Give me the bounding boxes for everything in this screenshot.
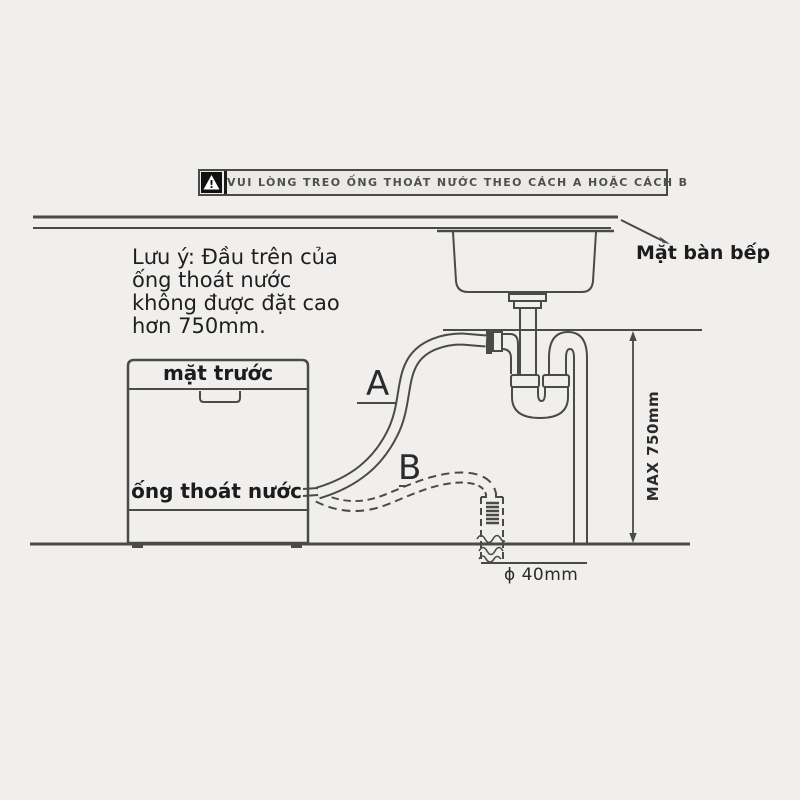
- option-a-label: A: [366, 364, 390, 404]
- dishwasher-foot-left: [132, 542, 143, 548]
- dishwasher-hose-label: ống thoát nước: [131, 479, 302, 503]
- dishwasher-handle: [199, 391, 241, 403]
- sink-basin: [437, 229, 614, 375]
- standpipe: [476, 496, 587, 564]
- countertop-label: Mặt bàn bếp: [636, 242, 771, 264]
- warning-banner: ! VUI LÒNG TREO ỐNG THOÁT NƯỚC THEO CÁCH…: [198, 169, 687, 196]
- dishwasher-outline: [126, 358, 310, 548]
- drain-hose-option-b: [315, 471, 497, 513]
- svg-text:!: !: [209, 178, 214, 191]
- countertop-lines: [33, 215, 618, 229]
- note-text: Lưu ý: Đầu trên của ống thoát nước không…: [132, 245, 340, 338]
- warning-banner-text: VUI LÒNG TREO ỐNG THOÁT NƯỚC THEO CÁCH A…: [227, 176, 689, 189]
- dimension-line-750: [629, 331, 637, 543]
- sink-trap: [510, 330, 588, 543]
- warning-triangle-icon: !: [201, 172, 222, 193]
- max-height-label: MAX 750mm: [644, 390, 662, 502]
- hose-connector-fitting: [486, 329, 519, 374]
- dishwasher-front-label: mặt trước: [162, 361, 274, 385]
- pipe-diameter-label: ϕ 40mm: [504, 565, 579, 585]
- countertop-leader-arrow: [620, 219, 670, 244]
- hose-exit-marks: [302, 487, 319, 497]
- banner-divider: [224, 171, 227, 194]
- option-b-label: B: [398, 448, 422, 488]
- hose-end-hatch: [486, 501, 499, 525]
- dishwasher-foot-right: [291, 542, 302, 548]
- drain-hose-option-a: [316, 332, 487, 500]
